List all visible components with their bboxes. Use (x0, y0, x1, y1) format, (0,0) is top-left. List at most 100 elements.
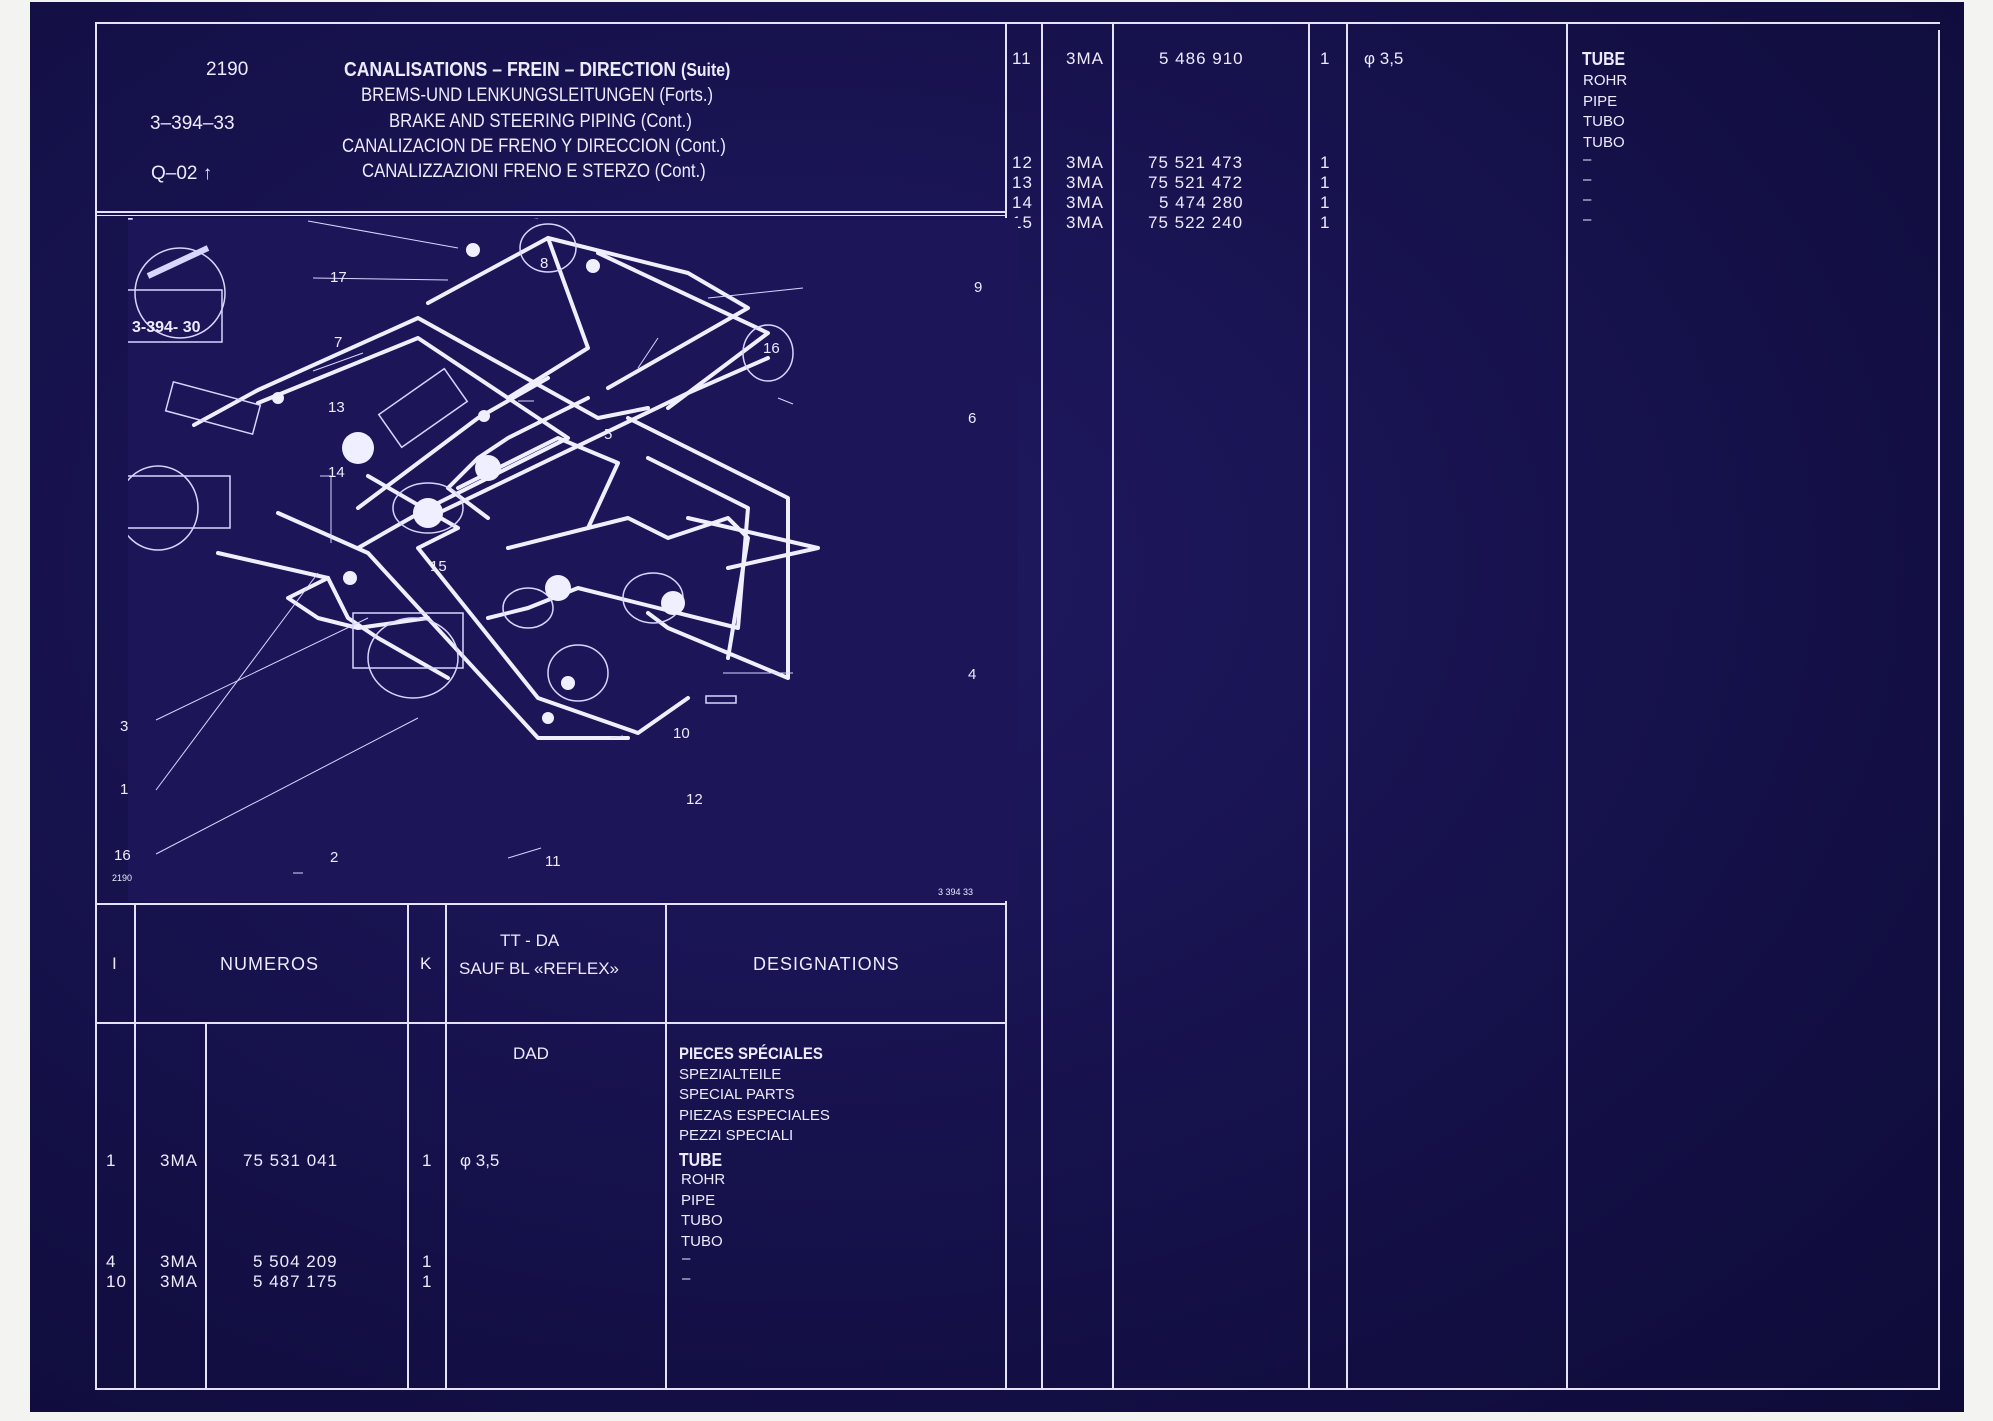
row-number: 75 521 473 (1148, 153, 1244, 172)
row-index: 4 (106, 1252, 117, 1271)
variant-dad: DAD (513, 1044, 549, 1063)
steering-rack (164, 380, 262, 436)
pipe (326, 576, 450, 680)
row-qty: 1 (1320, 173, 1331, 192)
pipe (446, 396, 590, 520)
callout-label: 7 (334, 334, 343, 351)
row-prefix: 3MA (1066, 213, 1104, 232)
code-value: Q–02 (151, 163, 198, 184)
rear-brake-box (352, 612, 464, 669)
row-designation: TUBO (681, 1212, 723, 1229)
pipe (486, 456, 750, 630)
callout-label: 10 (673, 725, 690, 742)
callout-label: 6 (968, 410, 977, 427)
col-header-i: I (112, 954, 117, 973)
col-line (407, 903, 409, 1390)
row-qty: 1 (1320, 193, 1331, 212)
pipe (216, 551, 430, 630)
row-number: 75 521 472 (1148, 173, 1244, 192)
row-qty: 1 (422, 1252, 433, 1271)
pipe (626, 416, 790, 680)
diagram-top (95, 215, 1007, 216)
callout-label: 16 (114, 847, 131, 864)
row-number: 5 474 280 (1159, 193, 1244, 212)
row-spec: φ 3,5 (460, 1151, 500, 1170)
col-line (665, 903, 667, 1390)
col-line (1566, 22, 1568, 1390)
section-title: PIECES SPÉCIALES (679, 1044, 823, 1063)
row-qty: 1 (422, 1151, 433, 1170)
diagram-footer-left: 2190 (112, 873, 133, 883)
diagram-footer-right: 3 394 33 (938, 887, 974, 897)
col-header-variant-2: SAUF BL «REFLEX» (459, 959, 619, 978)
row-designation: TUBO (1583, 113, 1625, 130)
component-outlines (128, 218, 794, 704)
col-line (205, 1022, 207, 1390)
row-designation: – (1583, 211, 1592, 228)
callout-label: 13 (328, 399, 345, 416)
union (413, 498, 443, 528)
unions (272, 243, 685, 724)
rear-cylinder (547, 644, 609, 702)
row-spec: φ 3,5 (1364, 49, 1404, 68)
col-header-numeros: NUMEROS (220, 954, 320, 974)
row-number: 75 522 240 (1148, 213, 1244, 232)
reference-number: 3–394–33 (150, 113, 235, 134)
pipe (426, 236, 590, 400)
row-prefix: 3MA (1066, 153, 1104, 172)
section-line: PIEZAS ESPECIALES (679, 1107, 830, 1124)
row-index: 11 (1012, 49, 1032, 68)
col-line (1346, 22, 1348, 1390)
col-line (1308, 22, 1310, 1390)
union (545, 575, 571, 601)
mark (128, 218, 133, 220)
pipe (256, 336, 570, 550)
pipe (356, 376, 550, 510)
col-header-k: K (420, 954, 432, 973)
row-number: 5 504 209 (253, 1252, 338, 1271)
row-index: 10 (106, 1272, 127, 1291)
frame-left (95, 22, 97, 1390)
row-designation: TUBE (1582, 49, 1626, 69)
row-designation: ROHR (1583, 72, 1628, 89)
table-header-divider (95, 1022, 1007, 1024)
union (466, 243, 480, 257)
union (478, 410, 490, 422)
row-qty: 1 (422, 1272, 433, 1291)
pipe (426, 356, 770, 520)
leader (610, 735, 624, 739)
leader (307, 220, 459, 249)
caliper-8 (519, 223, 577, 273)
title-fr-text: CANALISATIONS – FREIN – DIRECTION (344, 59, 677, 81)
leader-lines (155, 218, 804, 874)
section-line: SPECIAL PARTS (679, 1086, 795, 1103)
row-designation: – (1583, 151, 1592, 168)
wheel-cylinder-box (128, 475, 231, 529)
row-designation: TUBE (679, 1150, 723, 1170)
detail-inset-circle (134, 247, 226, 339)
diagram-bottom (95, 903, 1007, 905)
pipe (276, 511, 630, 740)
pipe (546, 236, 750, 390)
section-line: SPEZIALTEILE (679, 1066, 782, 1083)
callout-label: 1 (120, 781, 129, 798)
col-header-variant-1: TT - DA (500, 931, 560, 950)
frame-bottom (95, 1388, 1940, 1390)
brake-piping-diagram (128, 218, 1018, 901)
pipe (506, 516, 750, 660)
leader (312, 352, 364, 372)
union (586, 259, 600, 273)
frame-top (95, 22, 1940, 24)
reference-box (128, 289, 223, 343)
row-index: 12 (1012, 153, 1033, 172)
callout-label: 12 (686, 791, 703, 808)
union (661, 591, 685, 615)
row-prefix: 3MA (1066, 193, 1104, 212)
valve-15 (392, 482, 464, 534)
pipe-lines (192, 236, 820, 740)
row-prefix: 3MA (1066, 49, 1104, 68)
callout-label: 2 (330, 849, 339, 866)
pipe-detail (146, 245, 210, 279)
row-designation: TUBO (1583, 134, 1625, 151)
front-left-caliper (128, 465, 199, 551)
